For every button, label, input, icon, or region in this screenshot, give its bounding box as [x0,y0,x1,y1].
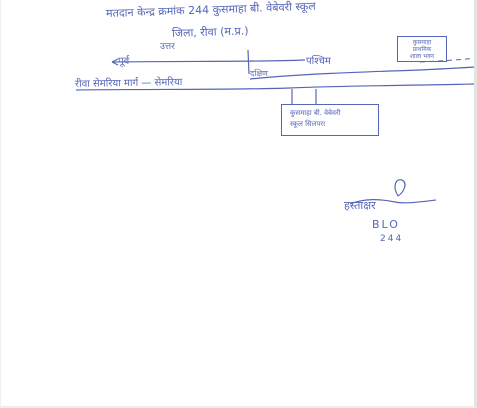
north-south-line [247,49,250,75]
west-label: पश्चिम [306,56,331,67]
south-label: दक्षिण [250,69,268,78]
header-line-2: जिला, रीवा (म.प्र.) [171,24,249,40]
north-label: उत्तर [160,42,175,52]
signature-title: BLO [372,218,400,231]
road-upper-line [249,66,476,80]
connector-line [291,89,317,104]
building-top-line: प्राथमिक [412,46,432,53]
east-label: पूर्व [118,56,130,67]
road-label: रीवा सेमरिया मार्ग — सेमरिया [74,77,183,90]
booth-line: स्कूल सिलपरा [290,120,326,128]
building-top-line: कुसमाहा [412,39,432,46]
signature-loop [394,179,406,197]
building-box-top: कुसमाहा प्राथमिक शाला भवन [397,36,447,62]
building-top-line: शाला भवन [409,53,435,60]
booth-line: कुसमाहा बी. वेबेवरी [290,109,341,117]
signature-name: हस्ताक्षर [344,199,376,212]
signature-number: 244 [380,234,404,244]
polling-booth-box: कुसमाहा बी. वेबेवरी स्कूल सिलपरा [281,104,379,136]
east-west-line [111,59,306,63]
header-line-1: मतदान केन्द्र क्रमांक 244 कुसमाहा बी. वे… [105,0,316,20]
